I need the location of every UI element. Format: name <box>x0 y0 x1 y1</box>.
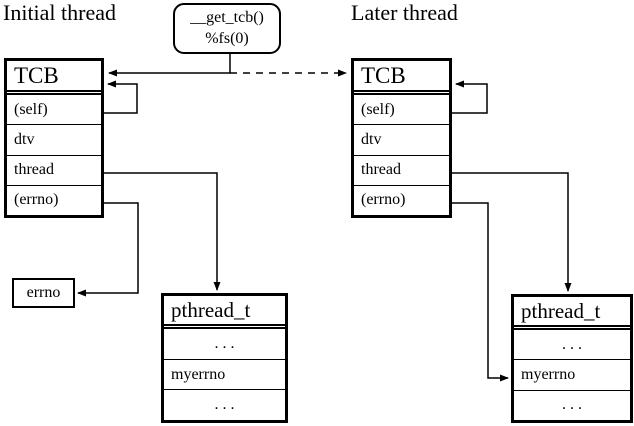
tcb-header: TCB <box>354 61 449 95</box>
initial-tcb-self-loop-arrow <box>104 80 138 114</box>
pthread-header: pthread_t <box>164 296 285 329</box>
pthread-row-dots-bottom: . . . <box>514 389 630 420</box>
tcb-row-dtv: dtv <box>7 124 101 154</box>
pthread-row-dots-bottom: . . . <box>164 389 285 420</box>
tcb-row-thread: thread <box>354 154 449 185</box>
get-tcb-box: __get_tcb() %fs(0) <box>173 3 281 54</box>
pthread-table-initial: pthread_t . . . myerrno . . . <box>161 293 288 423</box>
pthread-row-dots-top: . . . <box>562 335 582 353</box>
get-tcb-function-label: __get_tcb() <box>190 8 264 26</box>
errno-box: errno <box>12 278 75 308</box>
errno-label: errno <box>26 284 61 301</box>
later-tcb-self-loop-arrow <box>452 80 488 114</box>
pthread-table-later: pthread_t . . . myerrno . . . <box>511 294 633 423</box>
initial-errno-to-errno-box-arrow <box>77 202 139 297</box>
tcb-row-errno: (errno) <box>354 184 449 215</box>
tcb-row-thread: thread <box>7 154 101 185</box>
tcb-row-self: (self) <box>14 100 48 118</box>
tcb-row-self: (self) <box>361 100 395 118</box>
tcb-row-errno: (errno) <box>7 184 101 215</box>
get-tcb-to-initial-tcb-arrow <box>108 53 231 77</box>
initial-thread-to-pthread-arrow <box>104 172 221 291</box>
pthread-row-myerrno: myerrno <box>164 358 285 390</box>
initial-thread-title: Initial thread <box>3 0 117 25</box>
later-thread-title: Later thread <box>351 0 458 25</box>
later-thread-to-pthread-arrow <box>452 172 572 292</box>
tcb-header: TCB <box>7 61 101 95</box>
later-errno-to-myerrno-arrow <box>452 202 509 382</box>
tcb-table-initial: TCB (self) dtv thread (errno) <box>4 58 104 218</box>
pthread-row-myerrno: myerrno <box>514 359 630 389</box>
tcb-row-dtv: dtv <box>354 124 449 154</box>
fs-register-label: %fs(0) <box>205 29 249 47</box>
tcb-table-later: TCB (self) dtv thread (errno) <box>351 58 452 218</box>
pthread-row-dots-top: . . . <box>214 334 235 352</box>
pthread-header: pthread_t <box>514 297 630 330</box>
